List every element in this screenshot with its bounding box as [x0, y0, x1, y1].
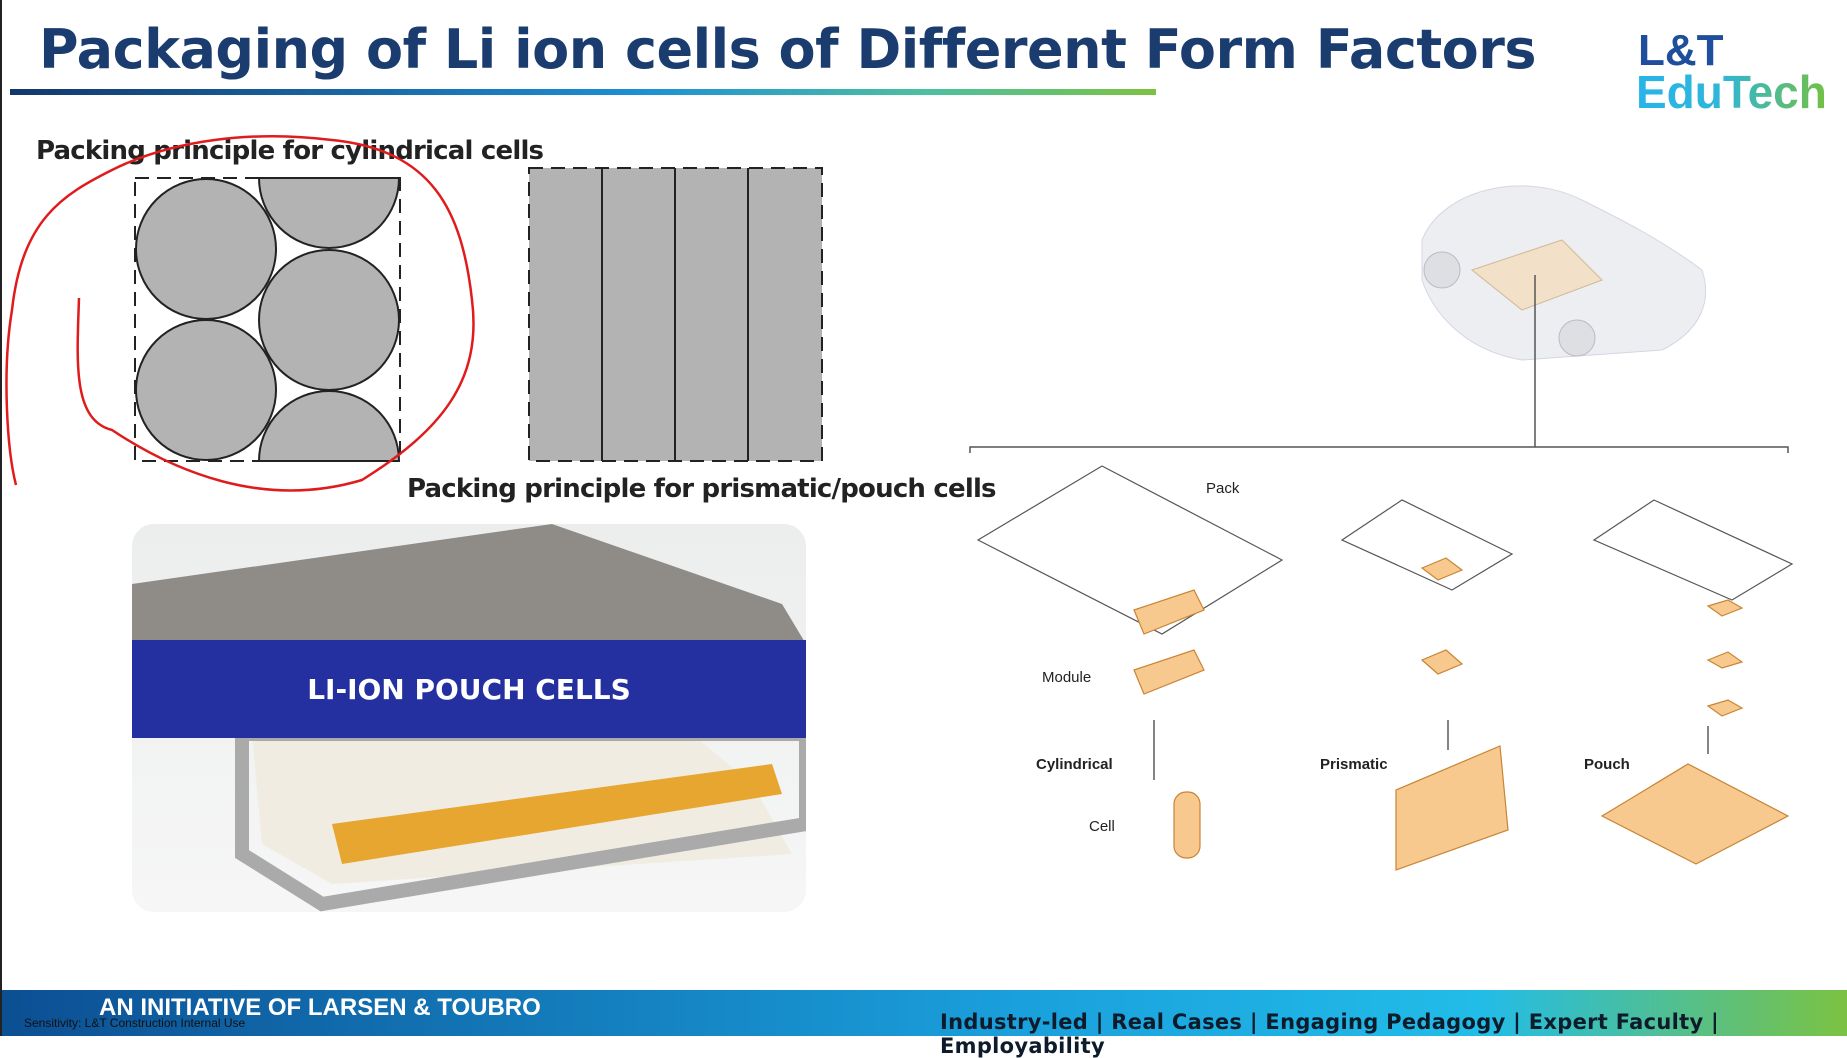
- slide-title: Packaging of Li ion cells of Different F…: [39, 18, 1537, 81]
- car-illustration: [1421, 185, 1707, 361]
- cylindrical-type-label: Cylindrical: [1036, 756, 1113, 773]
- pouch-type-label: Pouch: [1584, 756, 1630, 773]
- footer-initiative: AN INITIATIVE OF LARSEN & TOUBRO: [99, 994, 541, 1021]
- module-label: Module: [1042, 669, 1092, 686]
- photo-banner: LI-ION POUCH CELLS: [132, 640, 806, 738]
- sensitivity-label: Sensitivity: L&T Construction Internal U…: [24, 1016, 246, 1030]
- logo-lt: L&T: [1638, 26, 1724, 75]
- pouch-cell-photo: LI-ION POUCH CELLS: [132, 524, 806, 912]
- prismatic-packing-diagram: [528, 167, 823, 462]
- footer-tagline: Industry-led | Real Cases | Engaging Ped…: [940, 1010, 1720, 1058]
- packing-diagrams: [5, 135, 823, 492]
- cylindrical-packing-diagram: [134, 177, 401, 462]
- pack-module-cell-diagram: [969, 185, 1794, 871]
- title-underline: [10, 89, 1156, 95]
- red-annotation: [5, 135, 475, 492]
- prismatic-type-label: Prismatic: [1320, 756, 1388, 773]
- cylindrical-label: Packing principle for cylindrical cells: [36, 136, 544, 166]
- pack-label: Pack: [1206, 480, 1240, 497]
- footer-bar: AN INITIATIVE OF LARSEN & TOUBRO Sensiti…: [2, 990, 1847, 1058]
- prismatic-label: Packing principle for prismatic/pouch ce…: [407, 474, 997, 504]
- logo-edutech: EduTech: [1636, 66, 1827, 118]
- cell-label: Cell: [1089, 818, 1115, 835]
